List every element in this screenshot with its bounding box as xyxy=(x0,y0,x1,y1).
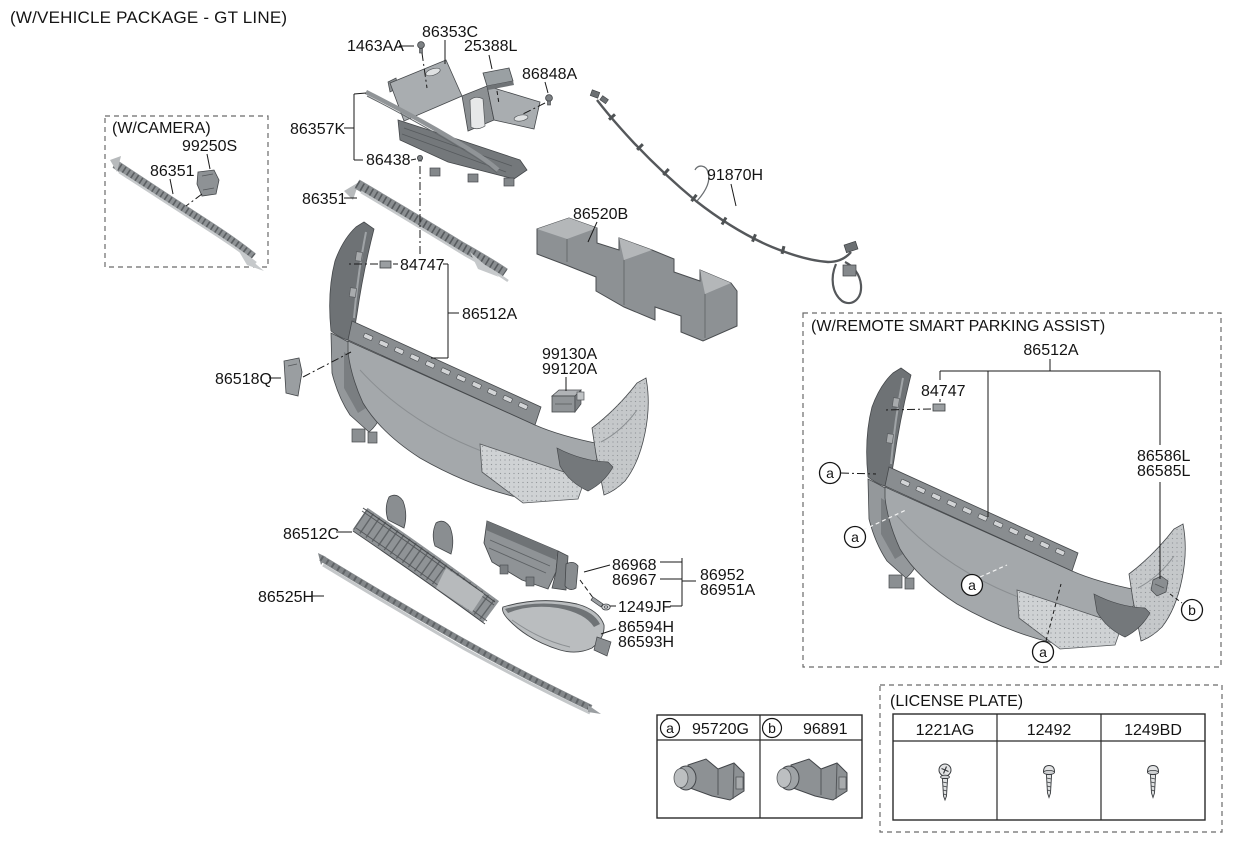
parking-markers: a a a a b xyxy=(818,461,1204,664)
camera-box-title: (W/CAMERA) xyxy=(112,120,211,137)
label-99120a: 99120A xyxy=(542,361,597,378)
upper-leader-lines xyxy=(344,40,549,257)
license-col-1221ag: 1221AG xyxy=(916,722,975,739)
license-plate-box: (LICENSE PLATE) 1221AG 12492 1249BD xyxy=(879,684,1223,833)
marker-a-3: a xyxy=(968,577,976,593)
parking-box-border xyxy=(802,312,1222,668)
camera-box-border xyxy=(104,115,269,268)
camera-unit-drawing xyxy=(196,169,220,197)
parking-label-84747: 84747 xyxy=(921,383,966,400)
label-86968: 86968 xyxy=(612,557,657,574)
bumper-leader-lines xyxy=(269,263,567,391)
marker-a-4: a xyxy=(1039,644,1047,660)
license-table-grid xyxy=(893,714,1205,820)
air-duct-strip-drawing xyxy=(364,89,500,174)
label-86520b: 86520B xyxy=(573,206,628,223)
label-86438: 86438 xyxy=(366,152,411,169)
label-1463aa: 1463AA xyxy=(347,38,404,55)
screw-1249jf-drawing xyxy=(590,596,611,611)
parking-bracket-part-drawing xyxy=(1150,575,1169,597)
duct-bracket-drawing xyxy=(564,562,579,590)
absorber-drawing xyxy=(536,217,738,342)
label-86593h: 86593H xyxy=(618,634,674,651)
label-99250s: 99250S xyxy=(182,138,237,155)
label-99130a: 99130A xyxy=(542,346,597,363)
label-86512c: 86512C xyxy=(283,526,339,543)
lower-leader-lines xyxy=(311,531,696,635)
pad-25388l-drawing xyxy=(482,67,514,90)
parking-leader-a2 xyxy=(862,509,907,531)
parking-bumper-drawing xyxy=(865,367,1187,650)
label-25388l: 25388L xyxy=(464,38,517,55)
label-86952: 86952 xyxy=(700,567,745,584)
leader-camera-to-trim xyxy=(185,193,203,207)
harness-drawing xyxy=(589,89,863,305)
rivet-1463aa-drawing xyxy=(417,41,425,54)
sensor-marker-a: a xyxy=(666,720,674,736)
leader-91870h xyxy=(730,183,737,207)
license-col-1249bd: 1249BD xyxy=(1124,722,1182,739)
label-86351-camera: 86351 xyxy=(150,163,195,180)
grille-trim-main-drawing xyxy=(344,179,509,283)
parking-label-86586l: 86586L xyxy=(1137,448,1190,465)
license-col-12492: 12492 xyxy=(1027,722,1072,739)
label-91870h: 91870H xyxy=(707,167,763,184)
grille-trim-camera-drawing xyxy=(110,156,264,271)
label-86357k: 86357K xyxy=(290,121,345,138)
label-86353c: 86353C xyxy=(422,24,478,41)
marker-a-2: a xyxy=(851,529,859,545)
marker-a-1: a xyxy=(826,465,834,481)
lip-spoiler-drawing xyxy=(318,553,601,715)
label-86594h: 86594H xyxy=(618,619,674,636)
label-86512a: 86512A xyxy=(462,306,517,323)
label-86951a: 86951A xyxy=(700,582,755,599)
parking-label-86585l: 86585L xyxy=(1137,463,1190,480)
towhook-cover-drawing xyxy=(283,357,303,397)
page-title: (W/VEHICLE PACKAGE - GT LINE) xyxy=(10,8,287,27)
sensor-table-grid xyxy=(657,715,862,818)
parking-clip-84747-drawing xyxy=(932,403,946,412)
fog-cover-drawing xyxy=(502,600,612,657)
marker-b-1: b xyxy=(1188,602,1196,618)
lower-grille-drawing xyxy=(352,494,500,625)
license-box-title: (LICENSE PLATE) xyxy=(890,693,1023,710)
sensor-part-a: 95720G xyxy=(692,721,749,738)
parking-box-title: (W/REMOTE SMART PARKING ASSIST) xyxy=(811,318,1105,335)
clip-84747-drawing xyxy=(379,260,392,269)
clip-86848a-drawing xyxy=(545,94,553,106)
label-84747: 84747 xyxy=(400,257,445,274)
sensor-bracket-drawing xyxy=(551,389,585,414)
air-guard-assembly-drawing xyxy=(387,59,541,187)
leader-86351-camera xyxy=(169,178,174,195)
label-86967: 86967 xyxy=(612,572,657,589)
label-86525h: 86525H xyxy=(258,589,314,606)
label-86848a: 86848A xyxy=(522,66,577,83)
lower-duct-drawing xyxy=(483,520,569,591)
leader-86520b xyxy=(587,221,598,243)
camera-option-box: (W/CAMERA) 99250S 86351 xyxy=(104,115,269,271)
sensor-marker-b: b xyxy=(768,720,776,736)
sensor-table: a 95720G b 96891 xyxy=(656,714,863,819)
parking-leader-lines xyxy=(840,359,1183,642)
label-86518q: 86518Q xyxy=(215,371,272,388)
parking-option-box: (W/REMOTE SMART PARKING ASSIST) 86512A 8… xyxy=(802,312,1222,668)
license-box-border xyxy=(879,684,1223,833)
label-86351-main: 86351 xyxy=(302,191,347,208)
parking-label-86512a: 86512A xyxy=(1023,342,1078,359)
label-1249jf: 1249JF xyxy=(618,599,672,616)
parking-leader-a3 xyxy=(979,564,1008,578)
screw-86438-drawing xyxy=(416,154,423,162)
leader-99250s xyxy=(206,153,211,170)
sensor-part-b: 96891 xyxy=(803,721,848,738)
